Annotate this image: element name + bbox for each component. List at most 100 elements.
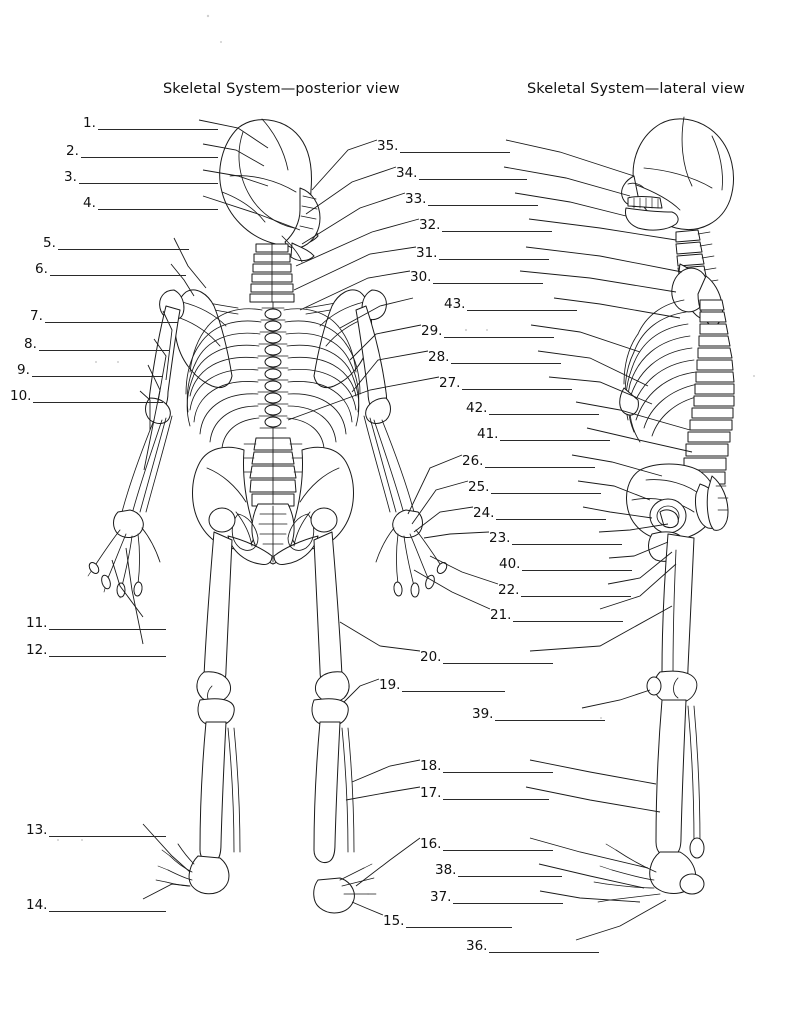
label-row-1[interactable]: 1. bbox=[83, 113, 218, 130]
answer-blank[interactable] bbox=[451, 351, 562, 364]
answer-blank[interactable] bbox=[80, 145, 218, 158]
label-row-39[interactable]: 39. bbox=[472, 704, 606, 722]
answer-blank[interactable] bbox=[462, 377, 573, 390]
label-row-19[interactable]: 19. bbox=[379, 675, 506, 692]
ribcage-posterior bbox=[185, 308, 361, 449]
label-number: 7. bbox=[30, 308, 43, 324]
answer-blank[interactable] bbox=[31, 364, 163, 377]
answer-blank[interactable] bbox=[49, 899, 167, 912]
label-row-24[interactable]: 24. bbox=[473, 503, 607, 520]
label-row-35[interactable]: 35. bbox=[377, 136, 511, 153]
label-row-10[interactable]: 10. bbox=[10, 386, 164, 403]
answer-blank[interactable] bbox=[485, 455, 596, 468]
label-row-15[interactable]: 15. bbox=[383, 911, 513, 928]
answer-blank[interactable] bbox=[495, 708, 606, 721]
answer-blank[interactable] bbox=[49, 617, 167, 630]
answer-blank[interactable] bbox=[443, 651, 554, 664]
label-row-9[interactable]: 9. bbox=[17, 360, 163, 377]
answer-blank[interactable] bbox=[33, 390, 164, 403]
label-number: 3. bbox=[64, 169, 77, 185]
answer-blank[interactable] bbox=[442, 219, 553, 232]
answer-blank[interactable] bbox=[496, 507, 607, 520]
answer-blank[interactable] bbox=[444, 325, 555, 338]
label-number: 6. bbox=[35, 261, 48, 277]
label-row-30[interactable]: 30. bbox=[410, 267, 544, 285]
label-row-11[interactable]: 11. bbox=[26, 613, 167, 630]
label-row-7[interactable]: 7. bbox=[30, 306, 178, 323]
label-row-23[interactable]: 23. bbox=[489, 528, 623, 545]
answer-blank[interactable] bbox=[38, 338, 169, 351]
label-row-20[interactable]: 20. bbox=[420, 647, 554, 664]
label-row-34[interactable]: 34. bbox=[396, 163, 528, 180]
label-row-31[interactable]: 31. bbox=[416, 243, 550, 260]
answer-blank[interactable] bbox=[458, 864, 563, 877]
label-row-43[interactable]: 43. bbox=[444, 294, 578, 311]
answer-blank[interactable] bbox=[44, 310, 178, 323]
answer-blank[interactable] bbox=[489, 402, 600, 415]
answer-blank[interactable] bbox=[521, 584, 632, 597]
answer-blank[interactable] bbox=[443, 838, 554, 851]
answer-blank[interactable] bbox=[49, 644, 167, 657]
label-row-41[interactable]: 41. bbox=[477, 424, 611, 441]
label-row-2[interactable]: 2. bbox=[66, 141, 218, 158]
label-number: 30. bbox=[410, 269, 432, 285]
answer-blank[interactable] bbox=[439, 247, 550, 260]
label-row-21[interactable]: 21. bbox=[490, 605, 624, 622]
label-number: 39. bbox=[472, 706, 494, 722]
label-row-37[interactable]: 37. bbox=[430, 887, 564, 904]
answer-blank[interactable] bbox=[467, 298, 578, 311]
label-row-3[interactable]: 3. bbox=[64, 167, 218, 184]
label-row-5[interactable]: 5. bbox=[43, 233, 189, 250]
answer-blank[interactable] bbox=[400, 140, 511, 153]
answer-blank[interactable] bbox=[500, 428, 611, 441]
answer-blank[interactable] bbox=[49, 824, 167, 837]
answer-blank[interactable] bbox=[512, 532, 623, 545]
answer-blank[interactable] bbox=[419, 167, 528, 180]
answer-blank[interactable] bbox=[443, 760, 554, 773]
answer-blank[interactable] bbox=[428, 193, 539, 206]
answer-blank[interactable] bbox=[513, 609, 624, 622]
label-row-36[interactable]: 36. bbox=[466, 936, 600, 954]
answer-blank[interactable] bbox=[522, 558, 633, 571]
label-row-8[interactable]: 8. bbox=[24, 334, 169, 351]
label-row-42[interactable]: 42. bbox=[466, 398, 600, 415]
label-number: 14. bbox=[26, 897, 48, 913]
answer-blank[interactable] bbox=[491, 481, 602, 494]
label-row-38[interactable]: 38. bbox=[435, 860, 563, 877]
label-row-12[interactable]: 12. bbox=[26, 640, 167, 657]
answer-blank[interactable] bbox=[97, 197, 218, 210]
label-row-29[interactable]: 29. bbox=[421, 321, 555, 338]
label-number: 36. bbox=[466, 938, 488, 954]
answer-blank[interactable] bbox=[433, 271, 544, 284]
label-row-28[interactable]: 28. bbox=[428, 347, 562, 364]
label-row-13[interactable]: 13. bbox=[26, 820, 167, 837]
answer-blank[interactable] bbox=[443, 787, 550, 800]
label-row-18[interactable]: 18. bbox=[420, 756, 554, 773]
label-row-6[interactable]: 6. bbox=[35, 259, 186, 276]
label-row-14[interactable]: 14. bbox=[26, 895, 167, 913]
label-row-17[interactable]: 17. bbox=[420, 783, 550, 801]
label-row-25[interactable]: 25. bbox=[468, 477, 602, 494]
answer-blank[interactable] bbox=[402, 679, 506, 692]
label-row-27[interactable]: 27. bbox=[439, 373, 573, 390]
answer-blank[interactable] bbox=[57, 237, 189, 250]
answer-blank[interactable] bbox=[453, 891, 564, 904]
label-row-40[interactable]: 40. bbox=[499, 554, 633, 571]
label-number: 2. bbox=[66, 143, 79, 159]
answer-blank[interactable] bbox=[489, 940, 600, 953]
label-row-16[interactable]: 16. bbox=[420, 834, 554, 851]
posterior-view-title: Skeletal System—posterior view bbox=[163, 81, 400, 97]
answer-blank[interactable] bbox=[78, 171, 218, 184]
label-row-32[interactable]: 32. bbox=[419, 215, 553, 232]
label-row-26[interactable]: 26. bbox=[462, 451, 596, 468]
answer-blank[interactable] bbox=[49, 263, 186, 276]
label-row-33[interactable]: 33. bbox=[405, 189, 539, 206]
lateral-skeleton bbox=[593, 116, 735, 903]
answer-blank[interactable] bbox=[406, 915, 513, 928]
label-number: 17. bbox=[420, 785, 442, 801]
label-row-22[interactable]: 22. bbox=[498, 580, 632, 597]
pelvis-posterior bbox=[192, 446, 354, 565]
label-row-4[interactable]: 4. bbox=[83, 193, 218, 210]
answer-blank[interactable] bbox=[97, 117, 218, 130]
